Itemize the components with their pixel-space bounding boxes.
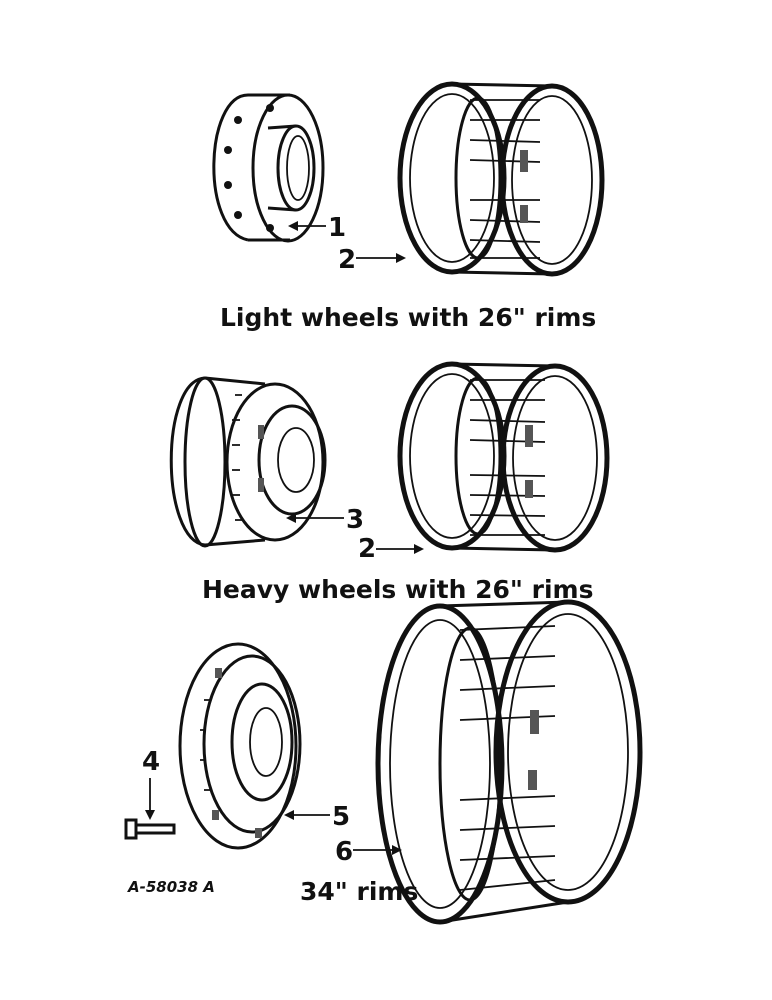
callout-5-label: 5 (332, 802, 350, 832)
figure-code: A-58038 A (127, 878, 215, 896)
callout-2-heavy-label: 2 (358, 534, 376, 564)
callout-2-heavy: 2 (358, 534, 424, 564)
callout-4: 4 (142, 747, 160, 820)
light-wheel-hub (212, 93, 325, 243)
heavy-wheels-caption: Heavy wheels with 26" rims (202, 575, 593, 604)
heavy-wheel-rim (397, 361, 610, 553)
heavy-wheel-center (169, 376, 327, 548)
callout-3-label: 3 (346, 505, 364, 535)
callout-2-light: 2 (338, 245, 406, 275)
rim-34-bolt (124, 818, 176, 840)
rims-34-caption: 34" rims (300, 877, 418, 906)
light-wheels-caption: Light wheels with 26" rims (220, 303, 596, 332)
rim-34-wheel-rim (375, 599, 643, 925)
callout-6-label: 6 (335, 837, 353, 867)
callout-6: 6 (335, 837, 402, 867)
rim-34-hub-plate (178, 642, 302, 850)
callout-2-light-label: 2 (338, 245, 356, 275)
callout-1-label: 1 (328, 213, 346, 243)
light-wheel-rim (397, 81, 605, 277)
callout-3: 3 (286, 505, 364, 535)
callout-4-label: 4 (142, 747, 160, 777)
callout-1: 1 (288, 213, 346, 243)
callout-5: 5 (284, 802, 350, 832)
